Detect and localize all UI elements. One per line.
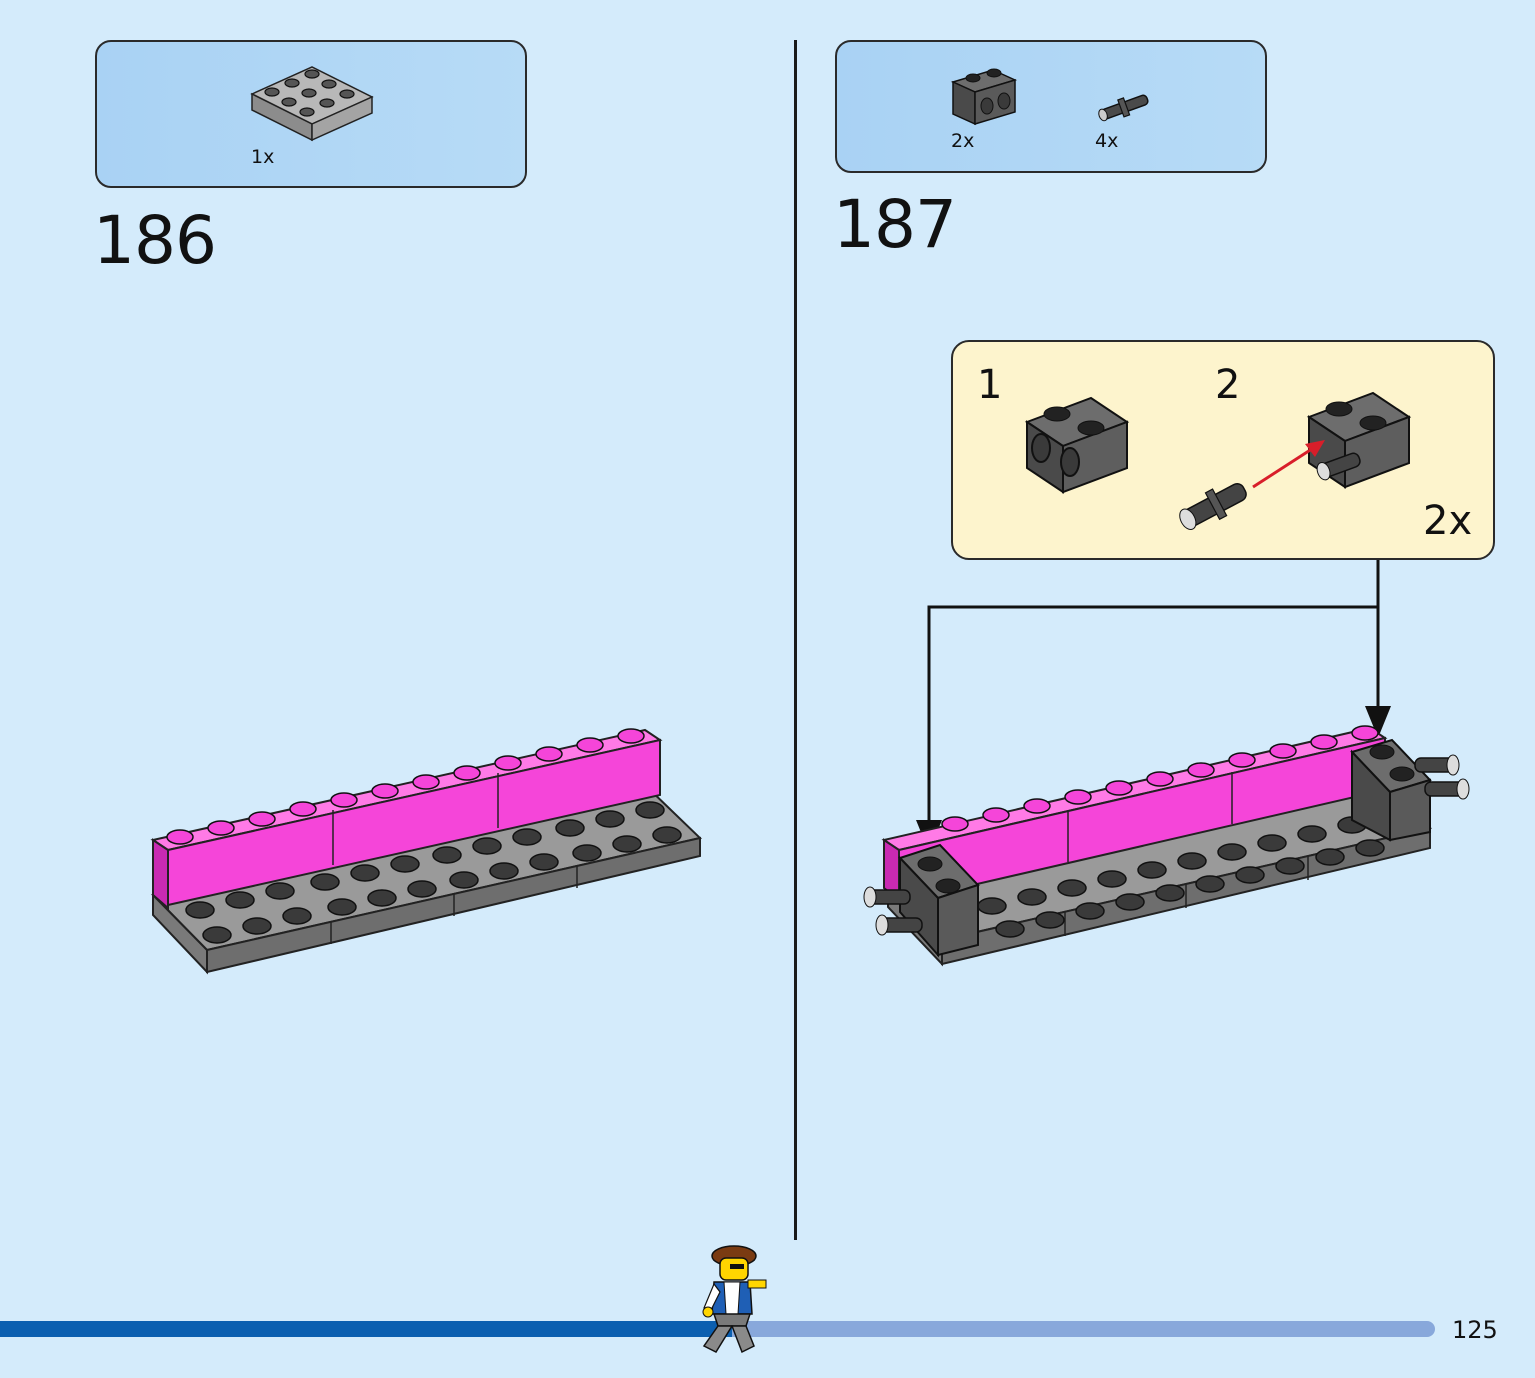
progress-bar-remaining xyxy=(732,1321,1435,1337)
technic-brick-left xyxy=(863,843,980,958)
parts-callout-186: 1x xyxy=(95,40,527,188)
subassembly-callout: 1 2 2x xyxy=(951,340,1495,560)
parts-callout-187: 2x 4x xyxy=(835,40,1267,173)
minifigure-progress-icon xyxy=(702,1245,767,1354)
part-qty: 2x xyxy=(951,130,975,152)
page-number: 125 xyxy=(1452,1316,1498,1344)
step-number: 187 xyxy=(833,186,957,263)
technic-brick-right xyxy=(1350,738,1470,842)
page-divider xyxy=(794,40,797,1240)
part-qty: 1x xyxy=(251,146,275,168)
progress-bar-complete xyxy=(0,1321,732,1337)
part-qty: 4x xyxy=(1095,130,1119,152)
technic-brick-1x2-dark-gray-icon xyxy=(950,68,1018,126)
substep-number: 1 xyxy=(977,362,1003,408)
build-model-187 xyxy=(863,725,1470,967)
substep-number: 2 xyxy=(1215,362,1241,408)
technic-pin-dark-gray-icon xyxy=(1098,94,1149,122)
technic-brick-substep-1 xyxy=(1024,396,1130,494)
plate-2x4-gray-icon xyxy=(250,66,374,142)
step-number: 186 xyxy=(93,202,217,279)
subassembly-multiplier: 2x xyxy=(1423,498,1473,544)
technic-pin-insert-substep-2 xyxy=(1179,391,1412,531)
build-model-186 xyxy=(150,728,703,975)
